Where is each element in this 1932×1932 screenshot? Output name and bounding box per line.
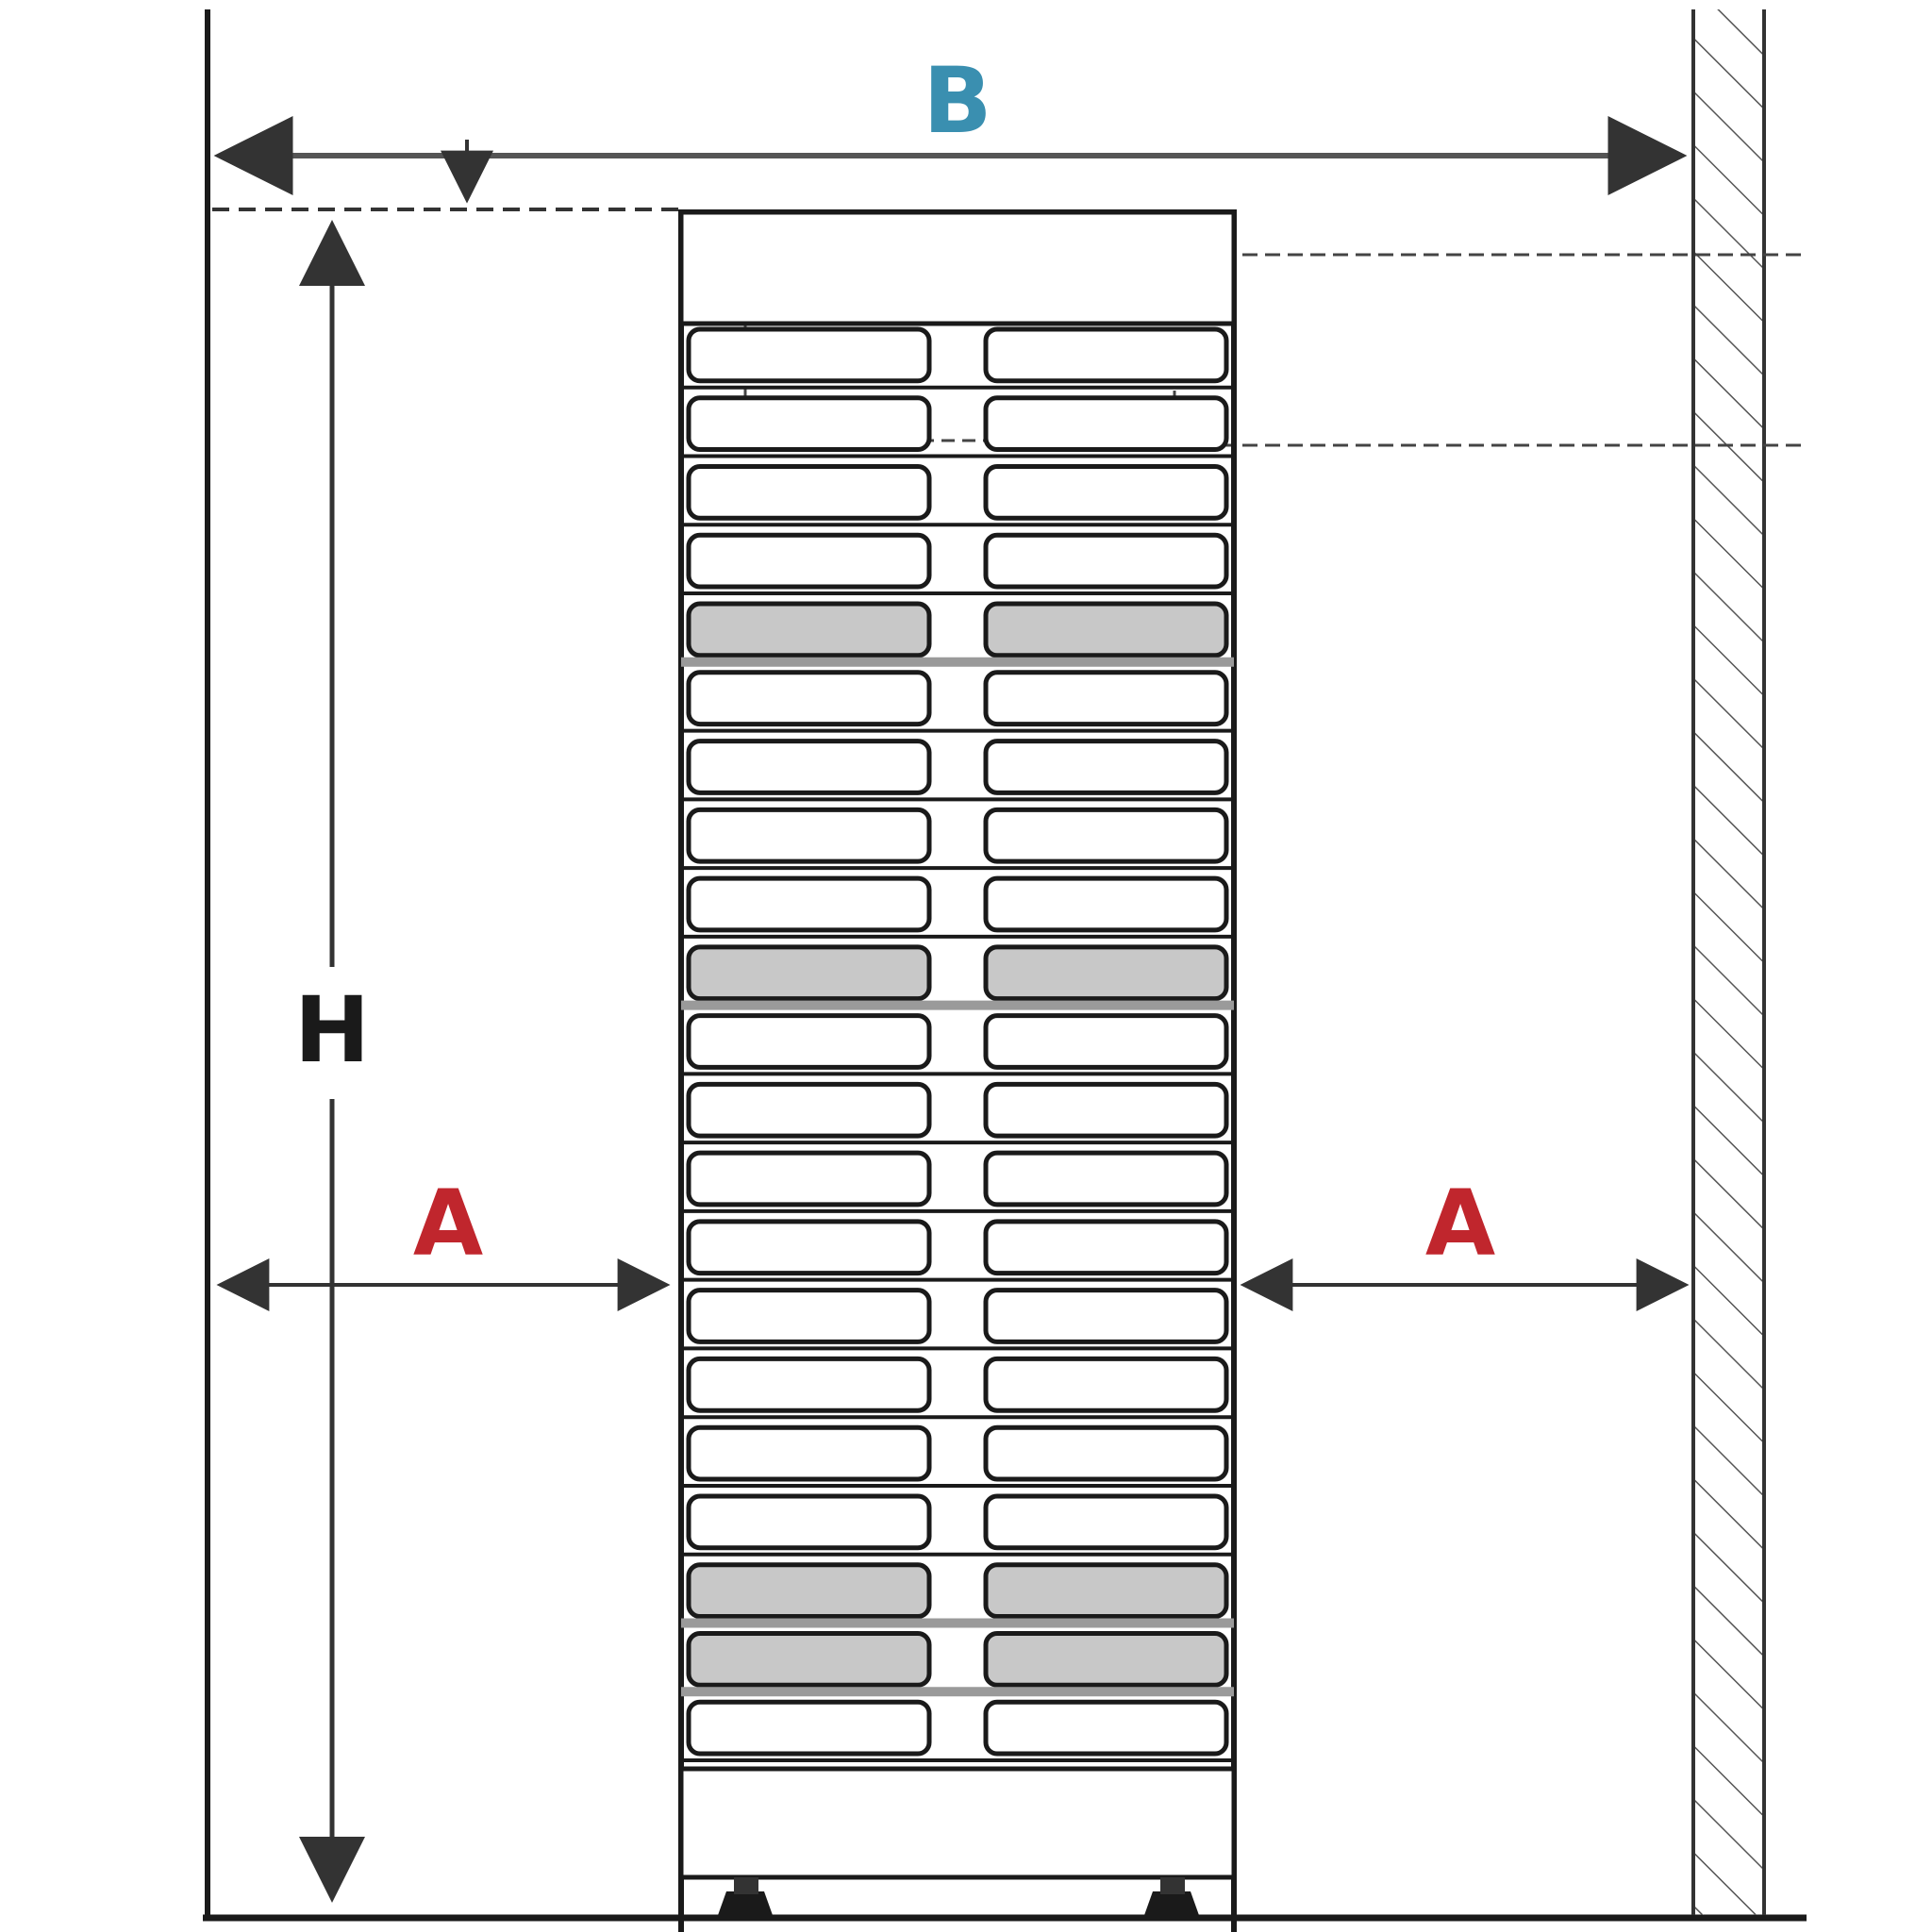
radiator-rails [681,326,1234,1762]
radiator-rail-left [686,875,932,933]
label-H: H [294,977,370,1083]
dimension-H: H [294,220,370,1903]
foot-icon [1160,1877,1185,1894]
radiator-rail-left [686,1219,932,1276]
radiator-rail-left [686,1013,932,1070]
radiator-rail-left [686,464,932,521]
radiator-rail-left [686,395,932,453]
radiator-rail-left [686,1630,932,1688]
radiator-rail-right [983,1013,1229,1070]
wall-hatch [1693,9,1764,1915]
radiator-rail-right [983,875,1229,933]
radiator-rail-left [686,807,932,864]
label-A-right: A [1425,1171,1495,1276]
radiator-rail-right [983,1630,1229,1688]
dimension-A-right: A [1240,1171,1690,1311]
radiator-rail-right [983,464,1229,521]
radiator-rail-left [686,944,932,1002]
foot-icon [734,1877,758,1894]
radiator-rail-right [983,670,1229,727]
radiator-rail-right [983,1219,1229,1276]
dimension-A-left: A [216,1171,671,1311]
right-wall [1691,9,1766,1915]
label-A-left: A [413,1171,483,1276]
radiator-rail-left [686,1150,932,1208]
radiator-rail-right [983,1150,1229,1208]
radiator-rail-left [686,326,932,384]
radiator-rail-left [686,1288,932,1344]
radiator-rail-left [686,1562,932,1619]
radiator-rail-right [983,1562,1229,1619]
radiator-rail-left [686,532,932,590]
radiator-top-header [678,209,1237,326]
radiator-rail-right [983,739,1229,795]
radiator-rail-right [983,807,1229,864]
room-outline [203,9,1807,1922]
radiator-rail-right [983,395,1229,453]
radiator-rail-left [686,670,932,727]
foot-icon [1143,1891,1200,1918]
radiator-rail-right [983,1699,1229,1757]
radiator-bottom-header [678,1766,1237,1880]
radiator-rail-right [983,1288,1229,1344]
radiator-rail-right [983,601,1229,658]
radiator-rail-left [686,1493,932,1551]
label-B: B [923,48,991,154]
radiator-rail-right [983,532,1229,590]
radiator-rail-right [983,1081,1229,1139]
radiator-rail-left [686,601,932,658]
radiator-rail-left [686,1424,932,1482]
radiator-rail-right [983,1356,1229,1413]
foot-icon [717,1891,774,1918]
radiator-feet [717,1877,1200,1918]
radiator-rail-right [983,326,1229,384]
radiator-rail-left [686,1356,932,1413]
dimension-B: B [212,48,1688,211]
radiator-rail-left [686,1081,932,1139]
radiator-rail-right [983,1424,1229,1482]
radiator-rail-right [983,1493,1229,1551]
radiator-rail-right [983,944,1229,1002]
radiator [678,209,1237,1932]
radiator-rail-left [686,1699,932,1757]
radiator-rail-left [686,739,932,795]
